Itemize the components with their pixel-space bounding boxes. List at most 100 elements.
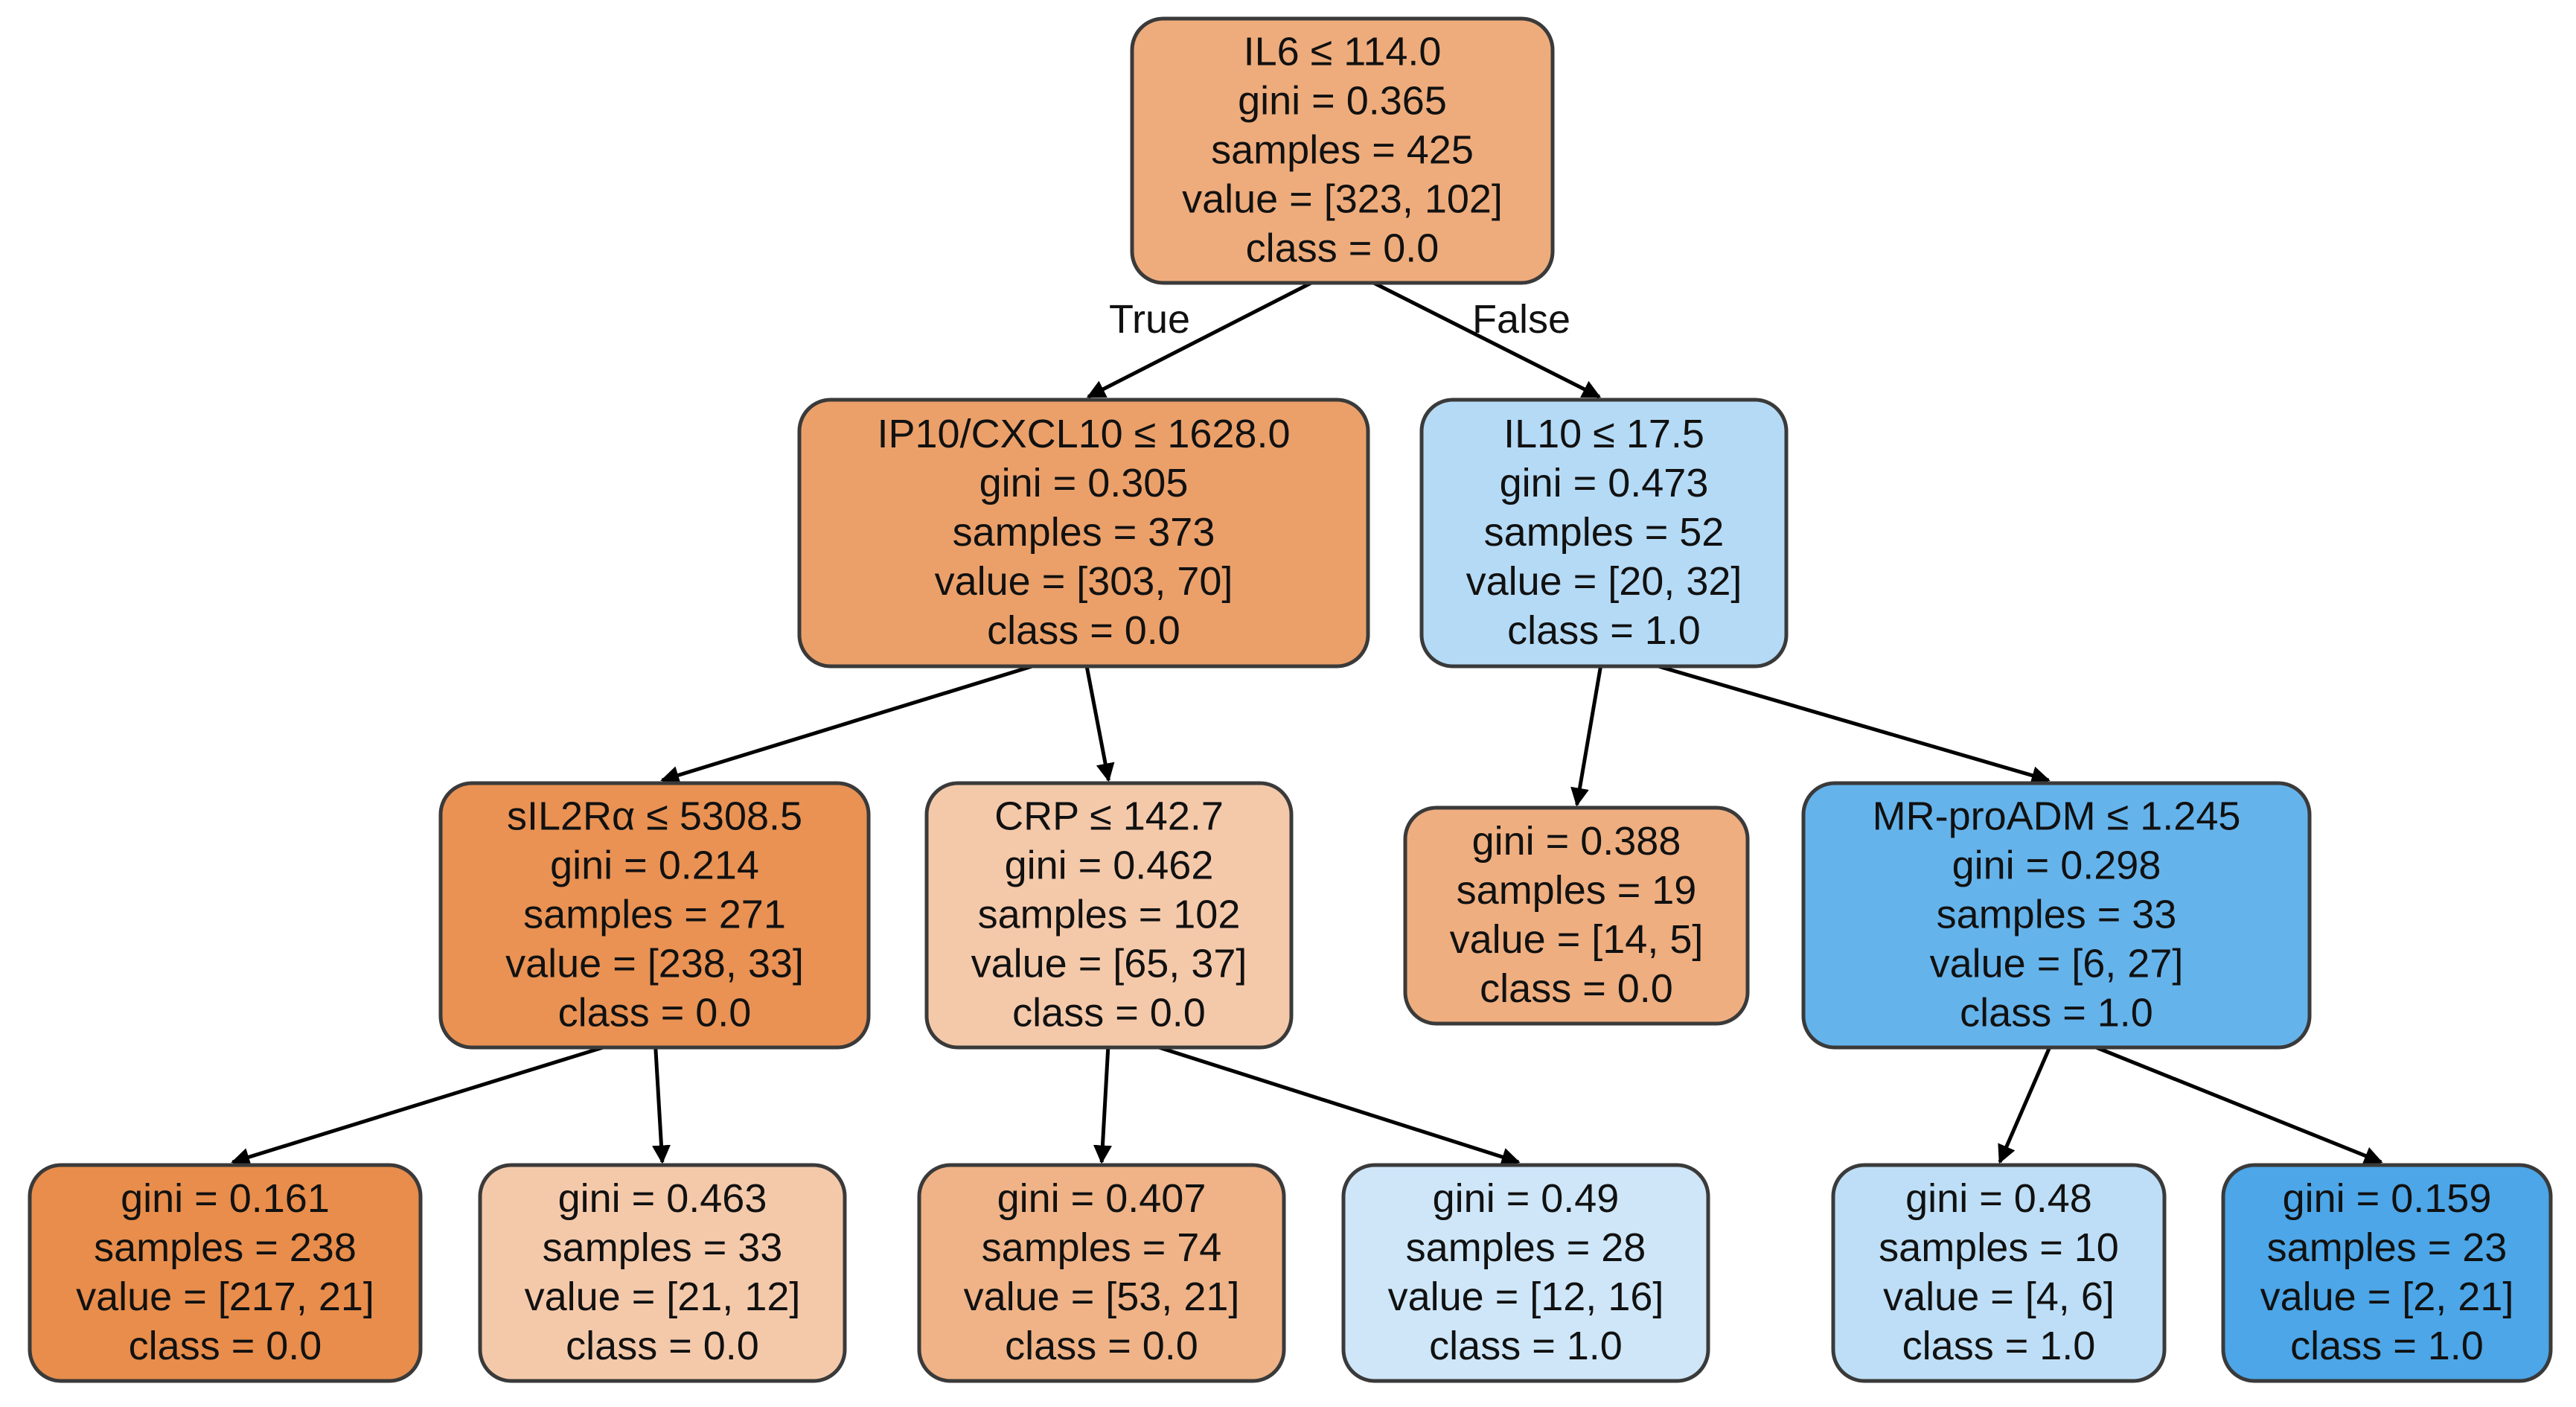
false-edge-label: False bbox=[1472, 297, 1570, 342]
node-text-line: IL6 ≤ 114.0 bbox=[1244, 30, 1442, 74]
edge-arrow bbox=[231, 1045, 604, 1167]
node-box bbox=[2221, 1163, 2553, 1383]
node-text-line: gini = 0.388 bbox=[1472, 819, 1681, 864]
node-text-line: gini = 0.365 bbox=[1238, 79, 1447, 124]
node-text-line: value = [20, 32] bbox=[1466, 559, 1742, 604]
node-text-line: value = [12, 16] bbox=[1388, 1274, 1664, 1319]
node-text-line: gini = 0.407 bbox=[997, 1176, 1206, 1221]
edge-arrow bbox=[1372, 281, 1602, 399]
node-text-line: class = 0.0 bbox=[1012, 991, 1206, 1036]
node-text-line: samples = 10 bbox=[1879, 1225, 2119, 1270]
edge-n1-n4 bbox=[1084, 666, 1115, 782]
node-text-line: class = 0.0 bbox=[566, 1324, 759, 1368]
node-text-line: samples = 19 bbox=[1457, 868, 1697, 913]
node-text-line: samples = 33 bbox=[543, 1225, 783, 1270]
node-text-line: value = [238, 33] bbox=[505, 942, 804, 986]
node-text-line: value = [6, 27] bbox=[1930, 942, 2184, 986]
edge-n1-n3 bbox=[660, 664, 1033, 785]
node-text-line: MR-proADM ≤ 1.245 bbox=[1873, 794, 2241, 839]
node-text-line: value = [53, 21] bbox=[964, 1274, 1240, 1319]
tree-node-n1: IP10/CXCL10 ≤ 1628.0 gini = 0.305 samples … bbox=[797, 398, 1370, 669]
edge-n4-n10 bbox=[1158, 1045, 1521, 1167]
node-text-line: class = 1.0 bbox=[2290, 1324, 2484, 1368]
node-text-line: gini = 0.305 bbox=[979, 461, 1189, 505]
node-text-line: value = [2, 21] bbox=[2260, 1274, 2514, 1319]
node-text-line: gini = 0.49 bbox=[1433, 1176, 1620, 1221]
node-box bbox=[438, 781, 871, 1050]
node-text-line: class = 0.0 bbox=[1005, 1324, 1198, 1368]
edge-n0-n2 bbox=[1372, 281, 1602, 399]
node-text-line: IP10/CXCL10 ≤ 1628.0 bbox=[877, 412, 1290, 456]
node-text-line: value = [21, 12] bbox=[525, 1274, 801, 1319]
node-text-line: value = [217, 21] bbox=[76, 1274, 374, 1319]
edge-n6-n12 bbox=[2095, 1045, 2383, 1165]
node-box bbox=[1419, 398, 1789, 669]
edge-arrow bbox=[1084, 666, 1115, 782]
node-text-line: samples = 238 bbox=[94, 1225, 357, 1270]
node-box bbox=[478, 1163, 847, 1383]
node-text-line: CRP ≤ 142.7 bbox=[994, 794, 1224, 839]
tree-node-n2: IL10 ≤ 17.5 gini = 0.473 samples = 52value… bbox=[1419, 398, 1789, 669]
node-text-line: value = [323, 102] bbox=[1182, 177, 1503, 222]
node-text-line: class = 1.0 bbox=[1902, 1324, 2096, 1368]
edge-n4-n9 bbox=[1093, 1047, 1112, 1164]
node-text-line: class = 0.0 bbox=[1246, 226, 1439, 271]
node-text-line: gini = 0.48 bbox=[1905, 1176, 2092, 1221]
true-edge-label: True bbox=[1109, 297, 1190, 342]
node-box bbox=[797, 398, 1370, 669]
node-box bbox=[1341, 1163, 1710, 1383]
node-text-line: value = [65, 37] bbox=[971, 942, 1247, 986]
node-box bbox=[1403, 805, 1750, 1026]
node-text-line: class = 0.0 bbox=[987, 608, 1180, 653]
node-text-line: samples = 52 bbox=[1484, 510, 1725, 555]
node-text-line: value = [14, 5] bbox=[1450, 917, 1704, 962]
edge-arrow bbox=[660, 664, 1033, 785]
edge-n2-n5 bbox=[1570, 666, 1603, 807]
node-text-line: IL10 ≤ 17.5 bbox=[1503, 412, 1704, 456]
edge-n6-n11 bbox=[1998, 1047, 2051, 1164]
node-text-line: class = 0.0 bbox=[129, 1324, 322, 1368]
edge-arrow bbox=[2095, 1045, 2383, 1165]
node-text-line: samples = 33 bbox=[1937, 893, 2177, 937]
edge-arrow bbox=[1570, 666, 1603, 807]
node-text-line: gini = 0.473 bbox=[1500, 461, 1709, 505]
node-box bbox=[1130, 16, 1555, 285]
node-text-line: gini = 0.214 bbox=[550, 843, 759, 888]
edge-arrow bbox=[652, 1047, 671, 1164]
node-text-line: gini = 0.462 bbox=[1005, 843, 1214, 888]
edge-n2-n6 bbox=[1658, 664, 2051, 785]
node-text-line: samples = 425 bbox=[1211, 128, 1474, 173]
node-text-line: samples = 102 bbox=[978, 893, 1241, 937]
node-text-line: gini = 0.298 bbox=[1952, 843, 2161, 888]
node-text-line: samples = 271 bbox=[523, 893, 786, 937]
node-text-line: samples = 373 bbox=[953, 510, 1215, 555]
node-text-line: gini = 0.159 bbox=[2283, 1176, 2492, 1221]
edge-n3-n7 bbox=[231, 1045, 604, 1167]
edges-layer bbox=[231, 281, 2383, 1167]
edge-n0-n1 bbox=[1086, 281, 1312, 399]
node-box bbox=[28, 1163, 423, 1383]
edge-arrow bbox=[1093, 1047, 1112, 1164]
node-text-line: class = 1.0 bbox=[1429, 1324, 1623, 1368]
node-box bbox=[1831, 1163, 2167, 1383]
node-text-line: class = 1.0 bbox=[1960, 991, 2153, 1036]
node-text-line: gini = 0.161 bbox=[121, 1176, 330, 1221]
node-text-line: samples = 28 bbox=[1406, 1225, 1646, 1270]
node-box bbox=[1801, 781, 2312, 1050]
node-text-line: samples = 74 bbox=[982, 1225, 1222, 1270]
node-box bbox=[917, 1163, 1286, 1383]
edge-arrow bbox=[1086, 281, 1312, 399]
node-text-line: samples = 23 bbox=[2267, 1225, 2508, 1270]
